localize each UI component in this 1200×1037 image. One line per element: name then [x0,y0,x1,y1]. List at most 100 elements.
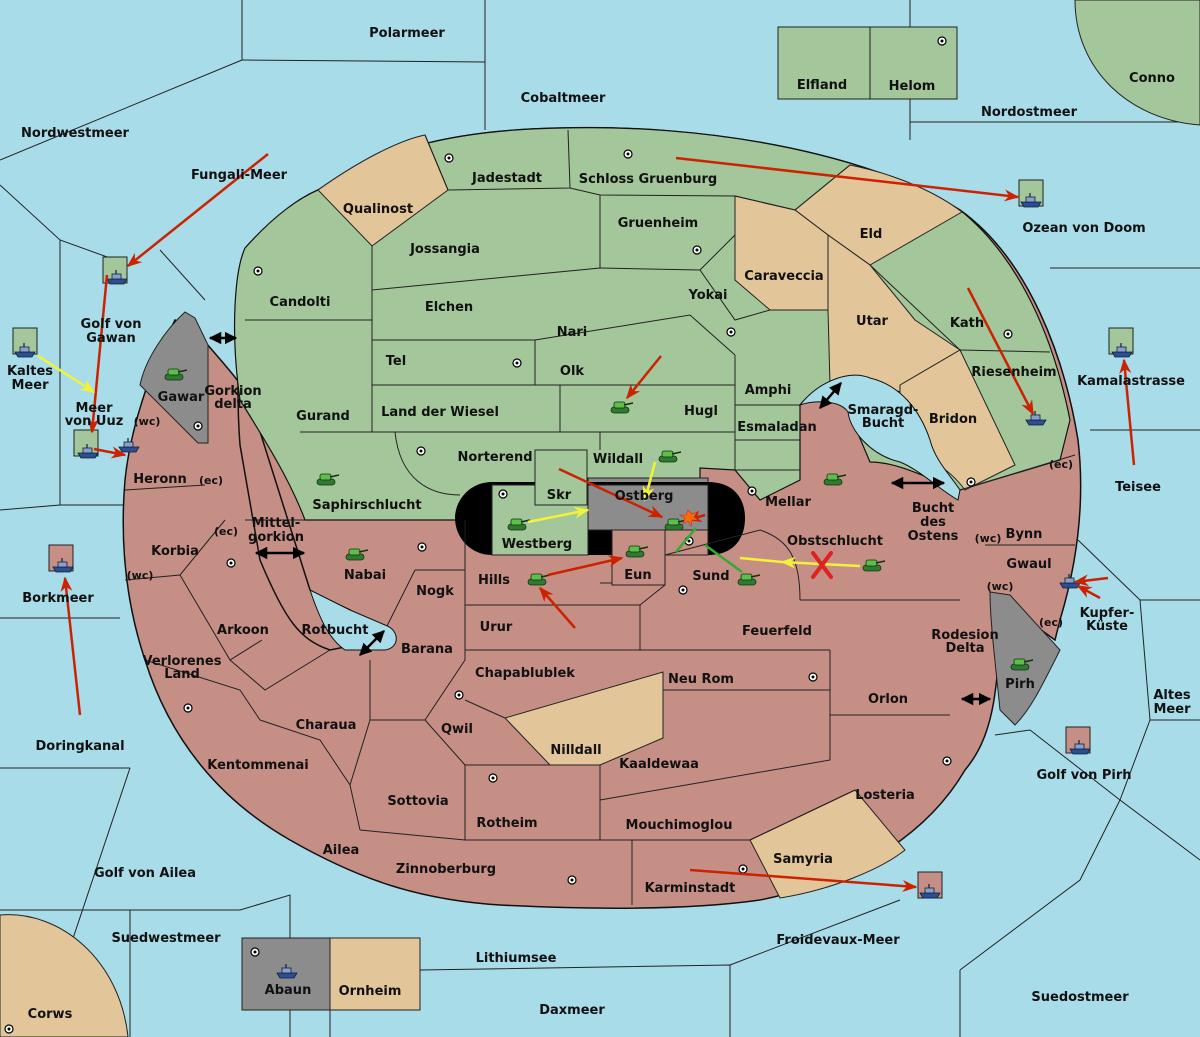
label-gurand: Gurand [296,409,350,424]
label-mouchimoglou: Mouchimoglou [626,818,733,833]
label-golf-von-pirh: Golf von Pirh [1036,768,1131,783]
label-mellar: Mellar [765,495,811,510]
label-suedostmeer: Suedostmeer [1031,990,1129,1005]
label-corws: Corws [28,1007,73,1022]
label-wildall: Wildall [593,452,643,467]
label-golf-von-gawan-1: Golf von [81,317,142,332]
label-kaaldewaa: Kaaldewaa [619,757,699,772]
label-skr: Skr [547,488,572,503]
label-eun: Eun [624,568,651,583]
label-land-der-wiesel: Land der Wiesel [381,405,499,420]
label-westberg: Westberg [502,537,572,552]
label-nari: Nari [557,325,588,340]
label-esmaladan: Esmaladan [737,420,817,435]
label-obstschlucht: Obstschlucht [787,534,883,549]
label-qualinost: Qualinost [343,202,413,217]
label-utar: Utar [856,314,889,329]
label-conno: Conno [1129,71,1175,86]
label-rotbucht: Rotbucht [302,623,369,638]
connection-arrows [208,331,992,706]
region-nilldall[interactable] [504,671,664,766]
label-neu-rom: Neu Rom [668,672,734,687]
sea-labels: Polarmeer Cobaltmeer Nordostmeer Nordwes… [7,26,1191,1022]
label-zinnoberburg: Zinnoberburg [396,862,496,877]
land-labels: Elfland Helom Jadestadt Schloss Gruenbur… [133,78,1056,999]
label-bynn-wc: (wc) [975,532,1002,545]
label-gwaul-ec: (ec) [1039,616,1063,629]
label-fungali-meer: Fungali-Meer [191,168,288,183]
label-kupferkueste-1: Kupfer- [1080,606,1135,621]
label-gwaul-wc: (wc) [987,580,1014,593]
label-elfland: Elfland [797,78,847,93]
label-jadestadt: Jadestadt [471,171,542,186]
label-gwaul: Gwaul [1006,557,1051,572]
region-corws[interactable] [0,914,129,1037]
label-ostberg: Ostberg [615,489,674,504]
label-kath: Kath [950,316,984,331]
region-eld[interactable] [794,164,963,266]
region-samyria[interactable] [749,789,906,899]
label-bridon: Bridon [929,412,977,427]
region-ornheim[interactable] [329,937,421,1011]
label-nordwestmeer: Nordwestmeer [21,126,129,141]
label-hugl: Hugl [684,404,718,419]
label-losteria: Losteria [855,788,915,803]
label-smaragdbucht-1: Smaragd- [848,403,919,418]
label-korbia: Korbia [151,544,199,559]
label-golf-von-ailea: Golf von Ailea [94,866,196,881]
label-urur: Urur [480,620,513,635]
region-pirh[interactable] [989,591,1061,726]
hold-orders [675,527,743,574]
label-nabai: Nabai [344,568,386,583]
label-helom: Helom [889,79,936,94]
label-bucht-des-ostens-3: Ostens [908,529,959,544]
label-olk: Olk [560,364,585,379]
label-gorkion-delta-2: delta [214,397,252,412]
label-feuerfeld: Feuerfeld [742,624,812,639]
label-daxmeer: Daxmeer [539,1003,605,1018]
label-yokai: Yokai [687,288,727,303]
label-cobaltmeer: Cobaltmeer [521,91,606,106]
label-mittelgorkion-1: Mittel- [252,516,301,531]
label-ozean-von-doom: Ozean von Doom [1022,221,1145,236]
label-polarmeer: Polarmeer [369,26,445,41]
label-arkoon: Arkoon [217,623,269,638]
label-gorkion-delta-1: Gorkion [204,384,261,399]
label-korbia-wc: (wc) [127,569,154,582]
label-borkmeer: Borkmeer [22,591,94,606]
label-charaua: Charaua [296,718,357,733]
label-hills: Hills [478,573,510,588]
label-gruenheim: Gruenheim [618,216,698,231]
label-meer-von-uuz-2: von Uuz [65,414,124,429]
label-sund: Sund [692,569,729,584]
label-amphi: Amphi [745,383,792,398]
region-elfland[interactable] [777,26,871,100]
label-smaragdbucht-2: Bucht [862,416,904,431]
label-meer-von-uuz-1: Meer [76,401,114,416]
label-rotheim: Rotheim [476,816,537,831]
label-kentommenai: Kentommenai [207,758,308,773]
label-rodesion-delta-2: Delta [945,641,984,656]
failed-order-x-icon [811,551,833,579]
label-nordostmeer: Nordostmeer [981,105,1078,120]
label-candolti: Candolti [270,295,331,310]
label-tel: Tel [386,354,406,369]
label-kupferkueste-2: Küste [1086,619,1128,634]
label-sottovia: Sottovia [387,794,448,809]
label-kamalastrasse: Kamalastrasse [1077,374,1185,389]
label-kaltes-meer-2: Meer [12,378,50,393]
label-orlon: Orlon [868,692,908,707]
inlet-smaragdbucht [798,374,961,501]
label-heronn: Heronn [133,472,187,487]
label-caraveccia: Caraveccia [744,269,823,284]
label-qwil: Qwil [441,722,473,737]
label-mittelgorkion-2: gorkion [248,530,304,545]
label-teisee: Teisee [1115,480,1161,495]
label-samyria: Samyria [773,852,833,867]
region-conno[interactable] [1074,0,1200,126]
label-rodesion-delta-1: Rodesion [931,628,998,643]
label-bucht-des-ostens-2: des [920,515,946,530]
label-norterend: Norterend [457,450,532,465]
